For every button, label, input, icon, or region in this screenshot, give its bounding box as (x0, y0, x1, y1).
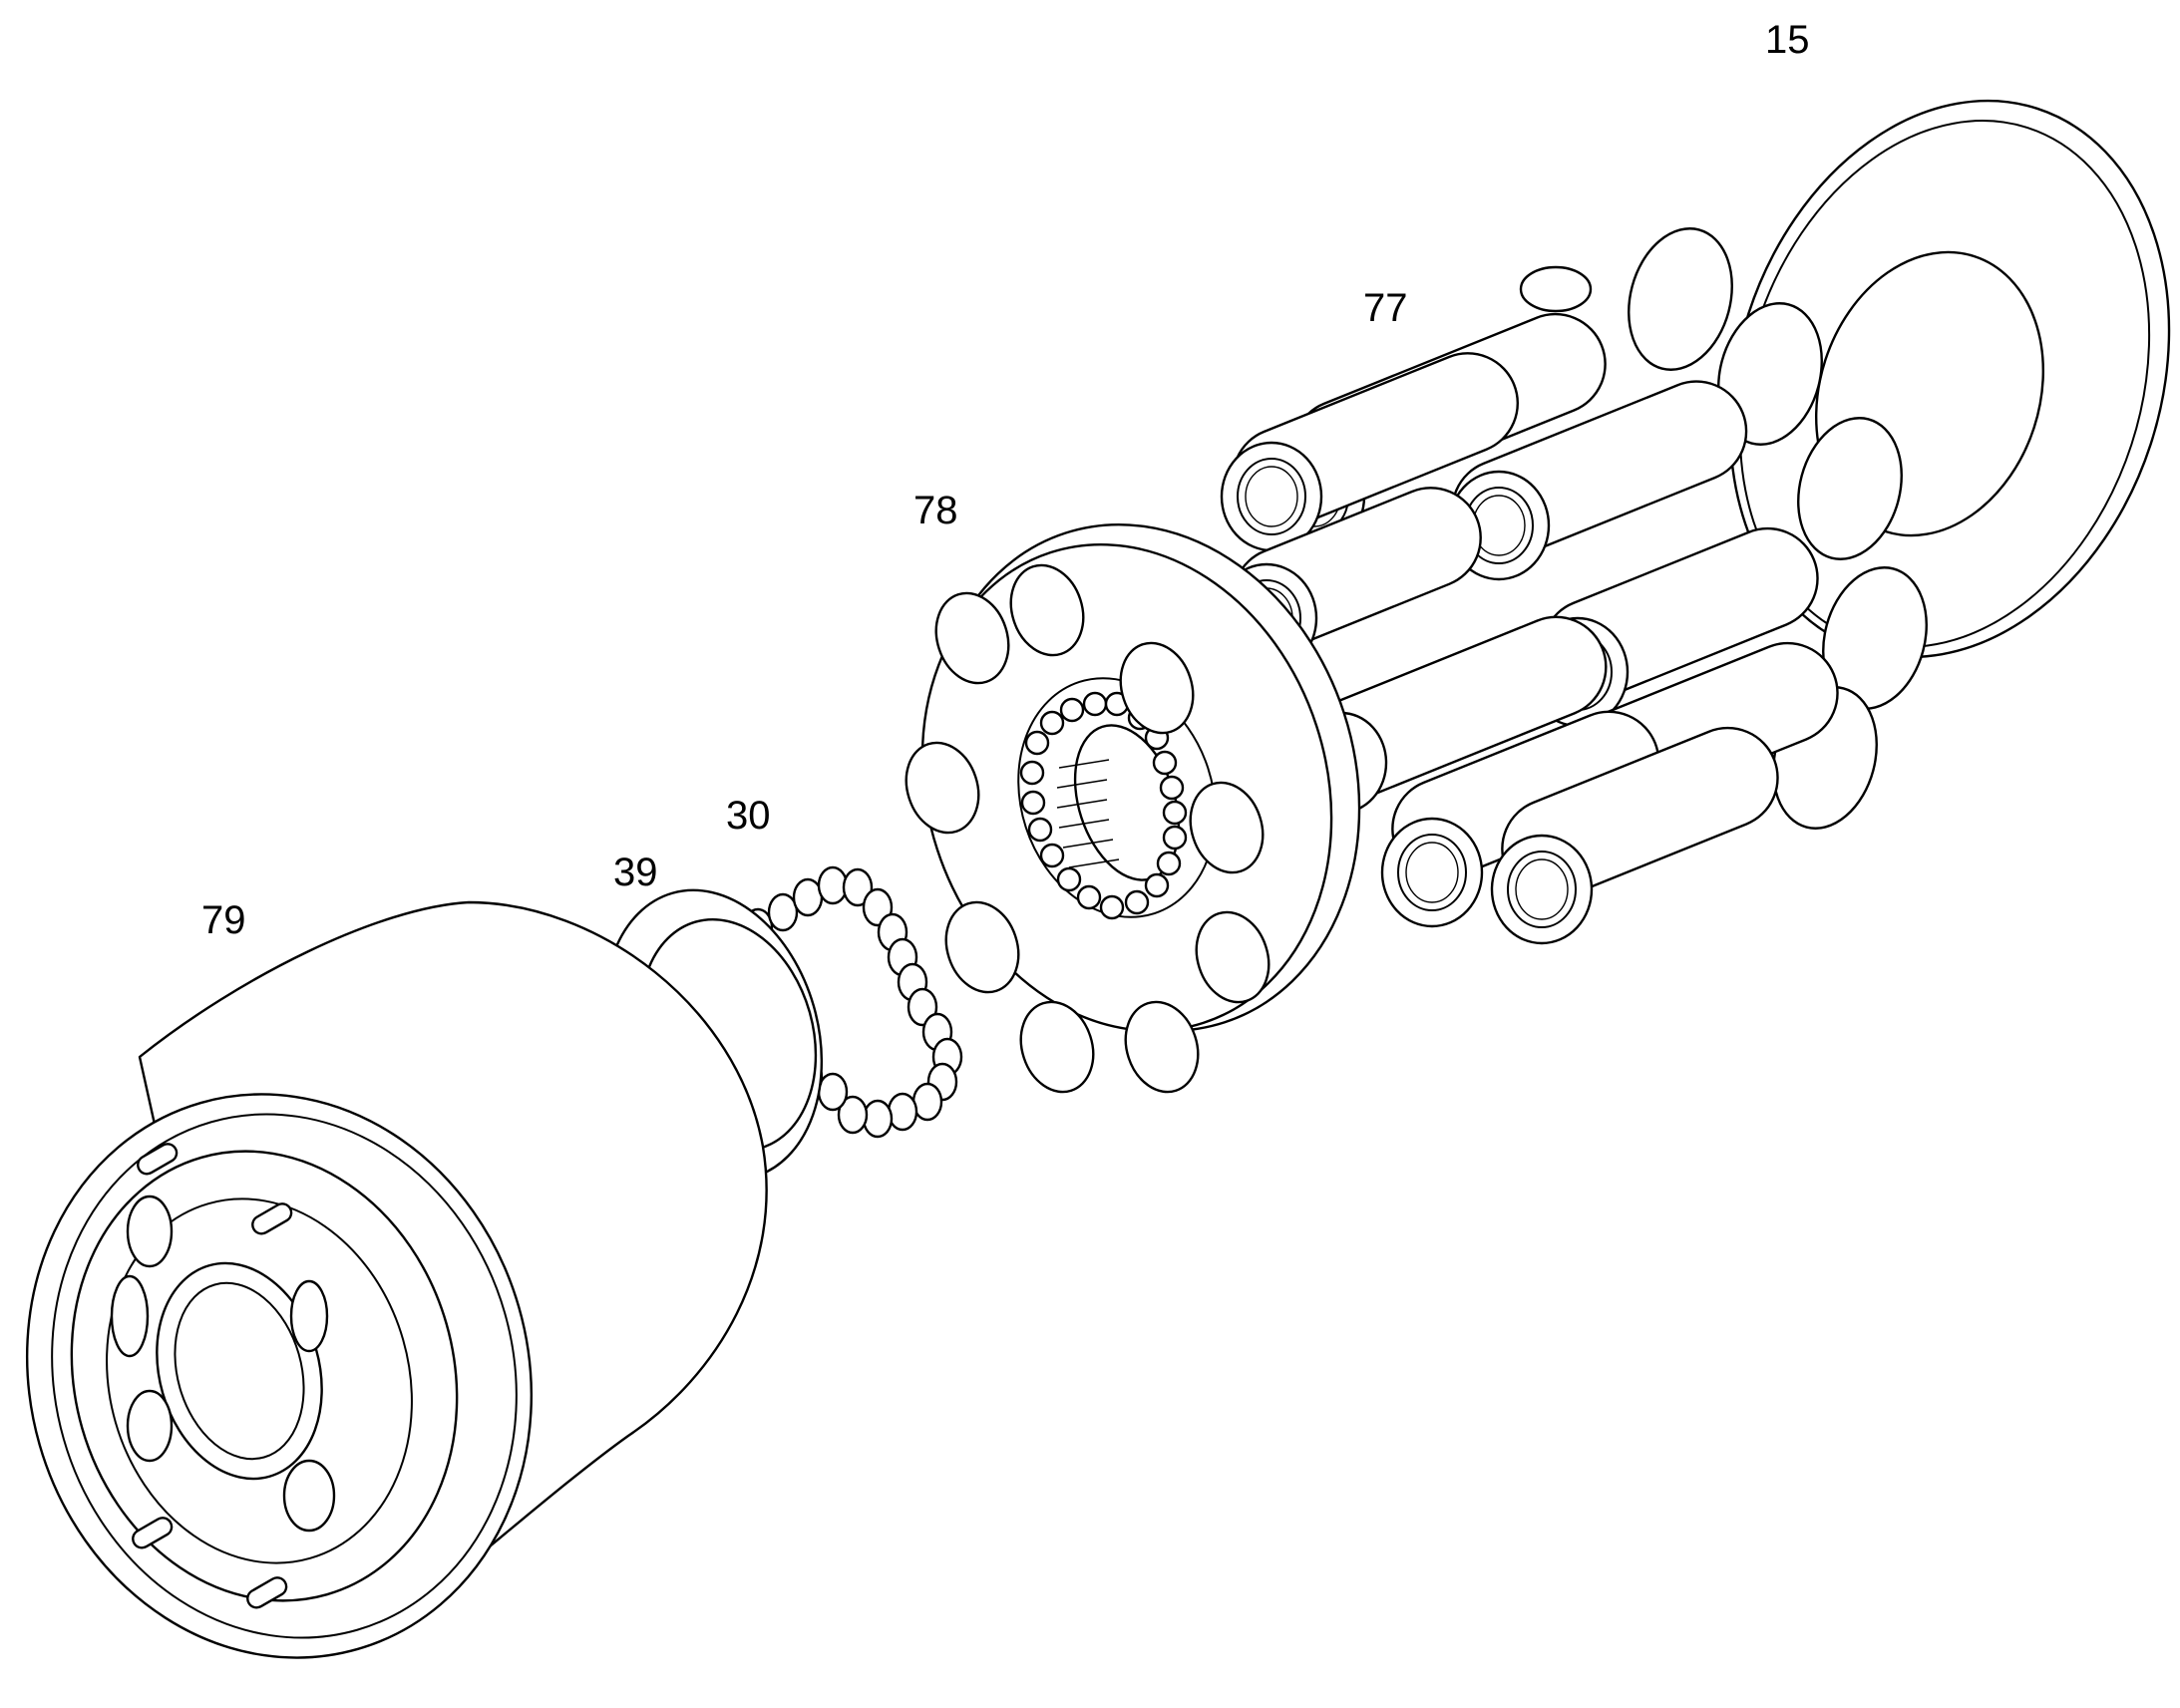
piston-2 (1220, 352, 1519, 552)
callout-15: 15 (1765, 18, 1810, 62)
dowel-pins (132, 1143, 293, 1609)
callout-79: 79 (201, 898, 246, 942)
piston-8 (1380, 710, 1660, 928)
piston-bores (905, 563, 1271, 1094)
piston-9 (1490, 726, 1779, 945)
ball-ring (1019, 691, 1188, 920)
part-77-pistons (1215, 227, 1928, 945)
callout-30: 30 (726, 794, 771, 838)
callout-77: 77 (1363, 286, 1408, 330)
spring-coils (734, 865, 963, 1139)
callout-39: 39 (613, 851, 658, 894)
part-79-cylinder-block (25, 900, 768, 1659)
callout-78: 78 (913, 489, 958, 532)
spline-teeth (1056, 759, 1120, 868)
part-78-retainer-plate (905, 522, 1361, 1094)
kidney-ports (110, 1195, 336, 1533)
part-30-springs (734, 865, 963, 1139)
slipper-heads (1519, 227, 1928, 830)
